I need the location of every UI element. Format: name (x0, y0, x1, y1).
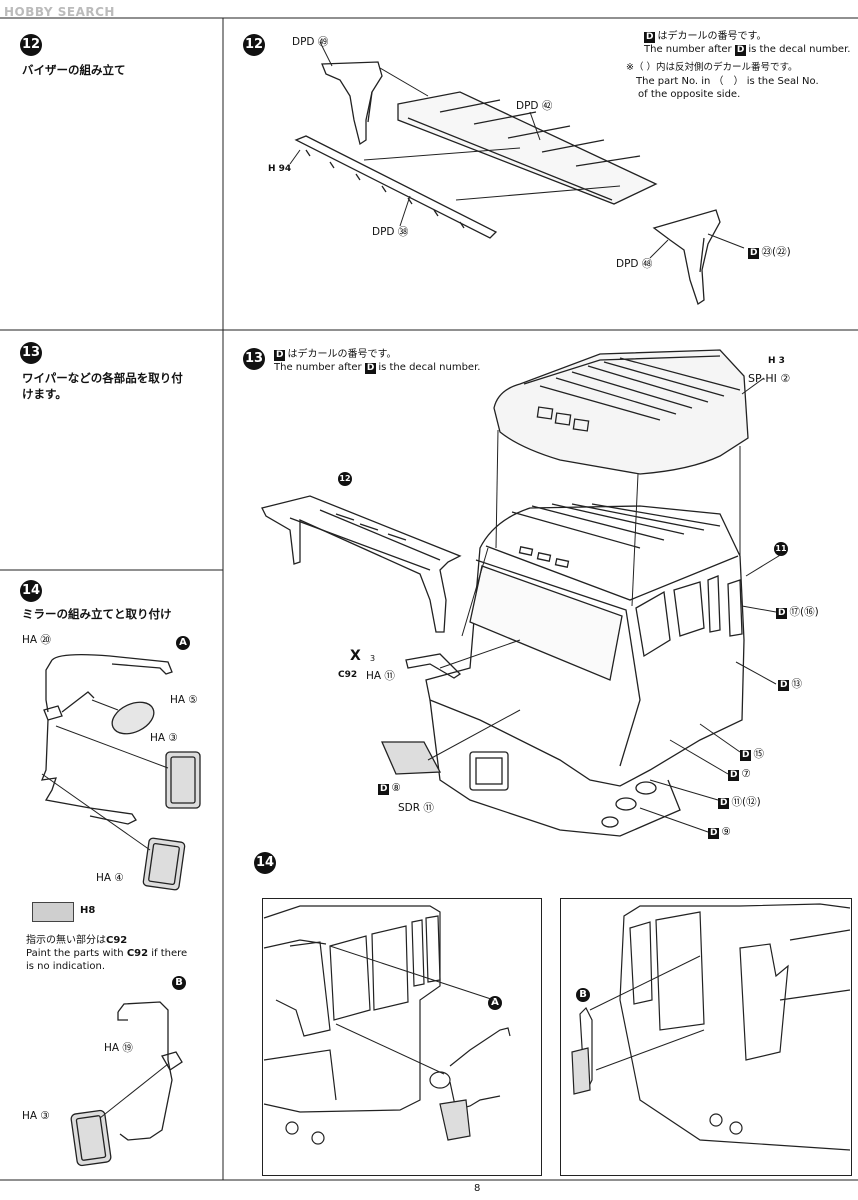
step-13-title-line1: ワイパーなどの各部品を取り付 (22, 371, 183, 385)
step-12-title: バイザーの組み立て (22, 63, 126, 77)
decal-note-12-en-tail: is the decal number. (748, 44, 851, 55)
label-dpd49: DPD ㊾ (292, 36, 329, 48)
d23-box: D (748, 248, 760, 259)
d13-text: ⑬ (791, 678, 802, 690)
decal-d-box-13b: D (364, 363, 377, 374)
decal-note-13-en-tail: is the decal number. (378, 362, 481, 373)
seal-note-en-2: of the opposite side. (638, 89, 741, 100)
mirror-install-right-frame (560, 898, 852, 1176)
decal-d-box: D (644, 32, 656, 43)
note-en-code: C92 (126, 948, 149, 959)
d11-box: D (718, 798, 730, 809)
d17-text: ⑰(⑯) (789, 606, 819, 618)
d23-text: ㉓(㉒) (761, 246, 791, 258)
decal-note-12-en-text: The number after (644, 44, 732, 55)
d7-box: D (728, 770, 740, 781)
note-jp: 指示の無い部分はC92 (26, 934, 127, 947)
seal-note-en-1: The part No. in （ ） is the Seal No. (636, 76, 819, 87)
part-ha19: HA ⑲ (104, 1042, 133, 1054)
step-13-badge: 13 (20, 342, 42, 364)
d7-text: ⑦ (741, 768, 751, 780)
part-ha3b: HA ③ (22, 1110, 50, 1122)
mirror-b-drawing (70, 1001, 183, 1167)
decal-note-13-en-text: The number after (274, 362, 362, 373)
seal-note-jp: ※（ ）内は反対側のデカール番号です。 (626, 62, 798, 73)
right-step-14-badge: 14 (254, 852, 276, 874)
hobby-search-logo: HOBBY SEARCH (4, 5, 115, 19)
label-x: X (350, 648, 361, 664)
decal-note-13-jp-text: はデカールの番号です。 (287, 349, 397, 360)
part-ha5: HA ⑤ (170, 694, 198, 706)
label-pc92: C92 (338, 670, 358, 680)
note-en-line1: Paint the parts with C92 if there (26, 947, 187, 960)
decal-d-box-2: D (734, 45, 747, 56)
page-number: 8 (474, 1183, 481, 1194)
label-dpd48: DPD ㊽ (616, 258, 653, 270)
ref-step-11-tag: 11 (774, 542, 788, 556)
d9-text: ⑨ (721, 826, 731, 838)
decal-note-12-jp-text: はデカールの番号です。 (657, 31, 767, 42)
mirror-a-tag: A (176, 636, 190, 650)
note-en-line2: is no indication. (26, 961, 106, 972)
label-ph3: H 3 (768, 356, 785, 366)
cab-assembly-drawing (261, 349, 783, 837)
label-triangle-3: 3 (370, 654, 376, 663)
label-dpd52: DPD ㊷ (516, 100, 553, 112)
right-step-12-badge: 12 (243, 34, 265, 56)
label-ha11: HA ⑪ (366, 670, 395, 682)
mirror-a-drawing (40, 654, 201, 891)
part-ha3: HA ③ (150, 732, 178, 744)
d9-box: D (708, 828, 720, 839)
label-ph94: H 94 (268, 164, 292, 174)
step-12-badge: 12 (20, 34, 42, 56)
label-dpd38: DPD ㊳ (372, 226, 409, 238)
d8-box: D (378, 784, 390, 795)
d17-box: D (776, 608, 788, 619)
decal-d-box-13: D (274, 350, 286, 361)
d15-box: D (740, 750, 752, 761)
paint-swatch-h8 (32, 902, 74, 922)
mirror-b-tag: B (172, 976, 186, 990)
d15-text: ⑮ (753, 748, 764, 760)
step-14-badge: 14 (20, 580, 42, 602)
d13-box: D (778, 680, 790, 691)
install-b-tag: B (576, 988, 590, 1002)
note-jp-code: C92 (106, 935, 128, 946)
mirror-install-left-frame (262, 898, 542, 1176)
ref-step-12-tag: 12 (338, 472, 352, 486)
right-step-13-badge: 13 (243, 348, 265, 370)
visor-assembly-drawing (289, 41, 745, 306)
d8-text: ⑧ (391, 782, 401, 794)
step-13-title-line2: けます。 (22, 387, 67, 401)
note-jp-text: 指示の無い部分は (26, 935, 106, 946)
paint-code-h8: H8 (80, 905, 96, 916)
part-ha4: HA ④ (96, 872, 124, 884)
note-en-text1: Paint the parts with (26, 948, 124, 959)
label-sdr11: SDR ⑪ (398, 802, 434, 814)
d11-text: ⑪(⑫) (731, 796, 761, 808)
note-en-text2: if there (151, 948, 188, 959)
part-ha20: HA ⑳ (22, 634, 51, 646)
step-14-title: ミラーの組み立てと取り付け (22, 607, 172, 621)
